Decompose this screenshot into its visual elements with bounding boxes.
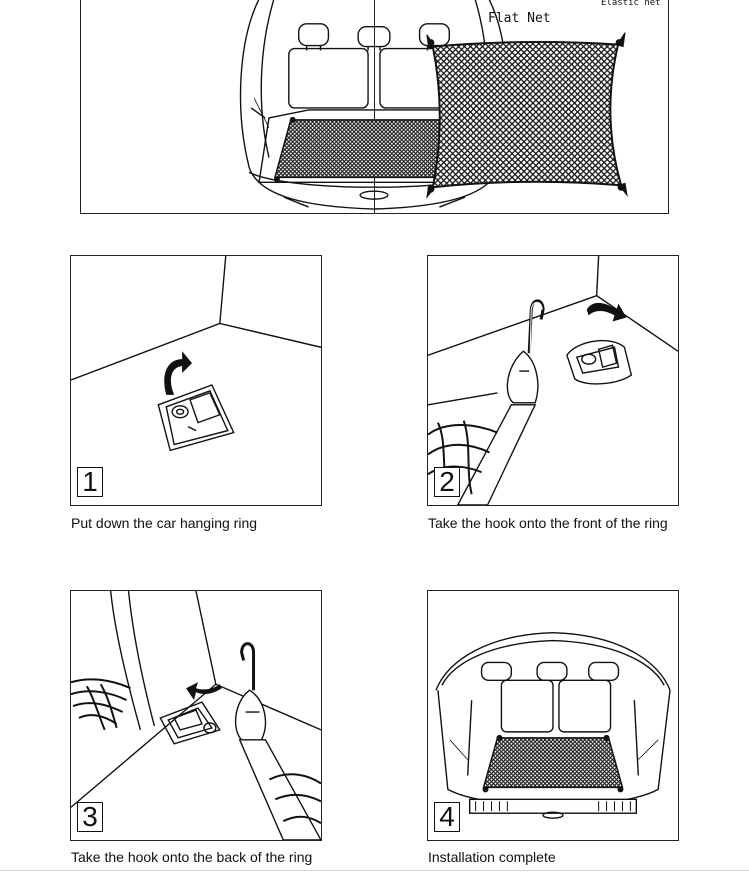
hanging-ring-illustration xyxy=(71,256,321,452)
installation-complete-illustration xyxy=(435,631,671,819)
top-illustration-panel: Flat Net Elastic net xyxy=(80,0,669,214)
hook-front-illustration xyxy=(428,256,678,505)
step-4-caption: Installation complete xyxy=(428,849,556,865)
step-number-badge: 2 xyxy=(434,467,460,497)
step-2-caption: Take the hook onto the front of the ring xyxy=(428,515,668,531)
page-bottom-divider xyxy=(0,870,749,871)
hook-back-illustration xyxy=(71,591,321,840)
step-number-badge: 3 xyxy=(77,802,103,832)
step-3-panel: 3 xyxy=(70,590,322,841)
step-number-badge: 1 xyxy=(77,467,103,497)
step-4-panel: 4 xyxy=(427,590,679,841)
flat-net-diagram xyxy=(426,32,628,199)
step-1-panel: 1 xyxy=(70,255,322,506)
step-3-caption: Take the hook onto the back of the ring xyxy=(71,849,313,865)
step-2-panel: 2 xyxy=(427,255,679,506)
step-number-badge: 4 xyxy=(434,802,460,832)
step-1-caption: Put down the car hanging ring xyxy=(71,515,258,531)
flat-net-label: Flat Net xyxy=(488,11,551,26)
top-panel-divider xyxy=(374,0,375,213)
elastic-net-label: Elastic net xyxy=(601,0,661,8)
